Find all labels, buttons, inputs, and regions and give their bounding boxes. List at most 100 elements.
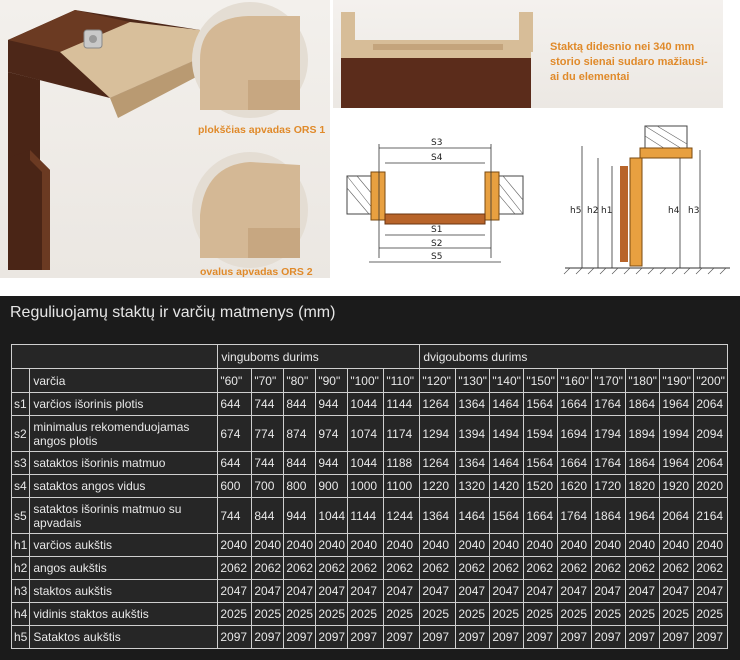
panel-title: Reguliuojamų staktų ir varčių matmenys (…	[10, 304, 336, 321]
table-cell: 2047	[557, 579, 593, 603]
flat-casing-caption: plokščias apvadas ORS 1	[198, 124, 326, 136]
table-cell: 2062	[557, 556, 593, 580]
h1-label: h1	[601, 206, 612, 216]
table-cell: 2040	[419, 533, 457, 557]
table-cell: 844	[251, 497, 285, 534]
table-cell: 1100	[383, 474, 421, 498]
door-frame-illustration	[8, 2, 308, 270]
table-cell: 1764	[591, 392, 627, 416]
table-cell: 1864	[625, 392, 661, 416]
table-cell: 2062	[315, 556, 349, 580]
table-cell: 1894	[625, 415, 661, 452]
table-cell: 2040	[659, 533, 695, 557]
table-cell: 2040	[523, 533, 559, 557]
table-cell: 2062	[693, 556, 729, 580]
table-cell: 1494	[489, 415, 525, 452]
row-label: minimalus rekomenduojamas angos plotis	[29, 415, 219, 452]
table-cell: 2025	[625, 602, 661, 626]
table-cell: 800	[283, 474, 317, 498]
column-header: "120"	[419, 368, 457, 393]
table-cell: 1394	[455, 415, 491, 452]
h5-label: h5	[570, 206, 581, 216]
h3-label: h3	[688, 206, 699, 216]
column-header: "150"	[523, 368, 559, 393]
row-label: staktos aukštis	[29, 579, 219, 603]
table-cell: 2062	[659, 556, 695, 580]
table-cell: 2047	[455, 579, 491, 603]
table-cell: 644	[217, 451, 253, 475]
oval-casing-caption: ovalus apvadas ORS 2	[200, 266, 313, 278]
table-cell: 1294	[419, 415, 457, 452]
table-cell: 1264	[419, 392, 457, 416]
table-cell: 2047	[693, 579, 729, 603]
code-header-cell	[10, 368, 31, 393]
table-cell: 2097	[523, 625, 559, 649]
row-label: sataktos išorinis matmuo	[29, 451, 219, 475]
s4-label: S4	[431, 153, 443, 163]
column-header: "90"	[315, 368, 349, 393]
column-header: "100"	[347, 368, 385, 393]
table-cell: 2020	[693, 474, 729, 498]
column-header: "190"	[659, 368, 695, 393]
table-cell: 2040	[455, 533, 491, 557]
table-cell: 2047	[523, 579, 559, 603]
column-header: "80"	[283, 368, 317, 393]
table-cell: 1000	[347, 474, 385, 498]
table-cell: 1620	[557, 474, 593, 498]
table-cell: 1564	[523, 451, 559, 475]
table-cell: 2097	[557, 625, 593, 649]
table-cell: 1964	[625, 497, 661, 534]
table-cell: 2025	[591, 602, 627, 626]
row-label: sataktos išorinis matmuo su apvadais	[29, 497, 219, 534]
width-section-diagram: S3 S4 S1 S2 S5	[346, 138, 524, 263]
wide-frame-caption: Staktą didesnio nei 340 mm storio sienai…	[550, 41, 708, 83]
table-cell: 2062	[489, 556, 525, 580]
table-cell: 2047	[489, 579, 525, 603]
table-cell: 2047	[625, 579, 661, 603]
table-cell: 2047	[591, 579, 627, 603]
table-cell: 844	[283, 392, 317, 416]
table-cell: 1764	[591, 451, 627, 475]
s3-label: S3	[431, 138, 442, 148]
table-cell: 2040	[315, 533, 349, 557]
table-cell: 2164	[693, 497, 729, 534]
table-cell: 700	[251, 474, 285, 498]
table-cell: 1464	[455, 497, 491, 534]
table-cell: 2040	[693, 533, 729, 557]
table-cell: 2047	[251, 579, 285, 603]
wide-frame-photo	[333, 0, 723, 108]
h2-label: h2	[587, 206, 598, 216]
table-cell: 2097	[419, 625, 457, 649]
table-cell: 1074	[347, 415, 385, 452]
table-cell: 2025	[383, 602, 421, 626]
table-cell: 2025	[557, 602, 593, 626]
table-cell: 2097	[217, 625, 253, 649]
table-cell: 1564	[523, 392, 559, 416]
table-cell: 1174	[383, 415, 421, 452]
column-header-row: varčia"60""70""80""90""100""110""120""13…	[10, 368, 729, 393]
wide-frame-illustration	[341, 12, 533, 108]
column-header: "110"	[383, 368, 421, 393]
row-label: angos aukštis	[29, 556, 219, 580]
s5-label: S5	[431, 252, 442, 262]
table-cell: 2040	[283, 533, 317, 557]
table-cell: 2040	[557, 533, 593, 557]
table-cell: 1694	[557, 415, 593, 452]
table-cell: 2062	[419, 556, 457, 580]
table-cell: 774	[251, 415, 285, 452]
table-cell: 2094	[693, 415, 729, 452]
table-cell: 1664	[557, 451, 593, 475]
table-cell: 2025	[217, 602, 253, 626]
table-cell: 2062	[251, 556, 285, 580]
table-cell: 2047	[283, 579, 317, 603]
table-cell: 744	[251, 451, 285, 475]
table-cell: 1864	[591, 497, 627, 534]
table-cell: 1244	[383, 497, 421, 534]
table-cell: 2040	[489, 533, 525, 557]
table-cell: 2025	[693, 602, 729, 626]
